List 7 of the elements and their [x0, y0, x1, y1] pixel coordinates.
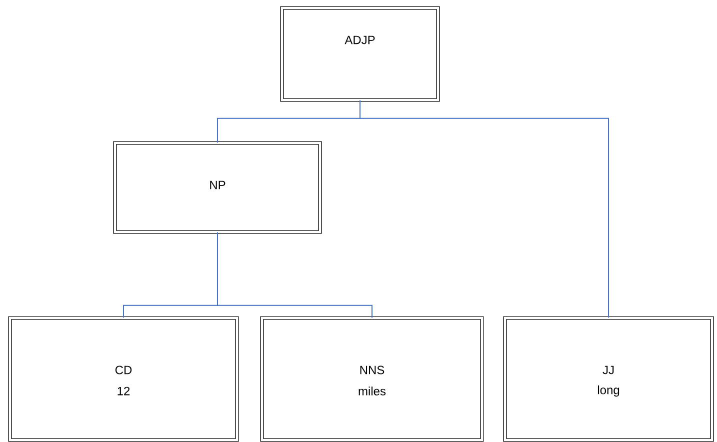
connector-line	[360, 100, 609, 318]
connector-line	[217, 232, 372, 318]
tree-node-box: NNS miles	[260, 316, 484, 442]
tree-node-box: JJ long	[503, 316, 714, 442]
tree-node-box: CD 12	[8, 316, 239, 442]
tree-node-box: ADJP	[280, 6, 440, 102]
tree-node-box: NP	[113, 141, 322, 234]
